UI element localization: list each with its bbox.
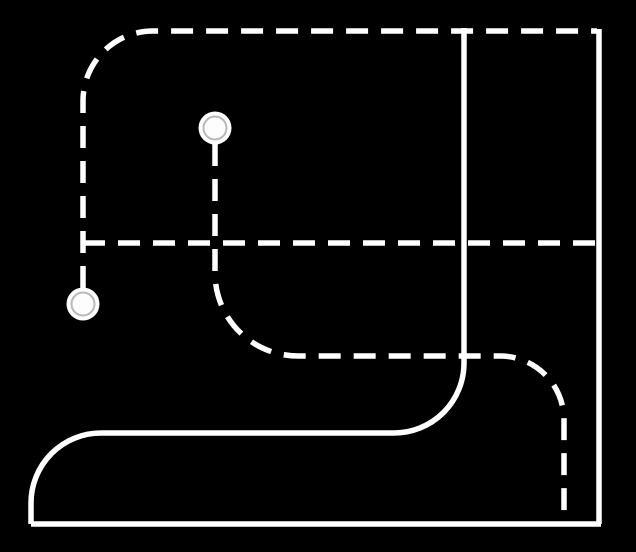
origin-marker-lower <box>66 287 100 321</box>
marker-ring <box>70 291 96 317</box>
origin-marker-upper <box>198 111 232 145</box>
solid-route <box>28 28 467 524</box>
marker-ring <box>202 115 228 141</box>
dashed-route-upper <box>80 28 597 288</box>
dashed-route-lower <box>212 144 567 522</box>
